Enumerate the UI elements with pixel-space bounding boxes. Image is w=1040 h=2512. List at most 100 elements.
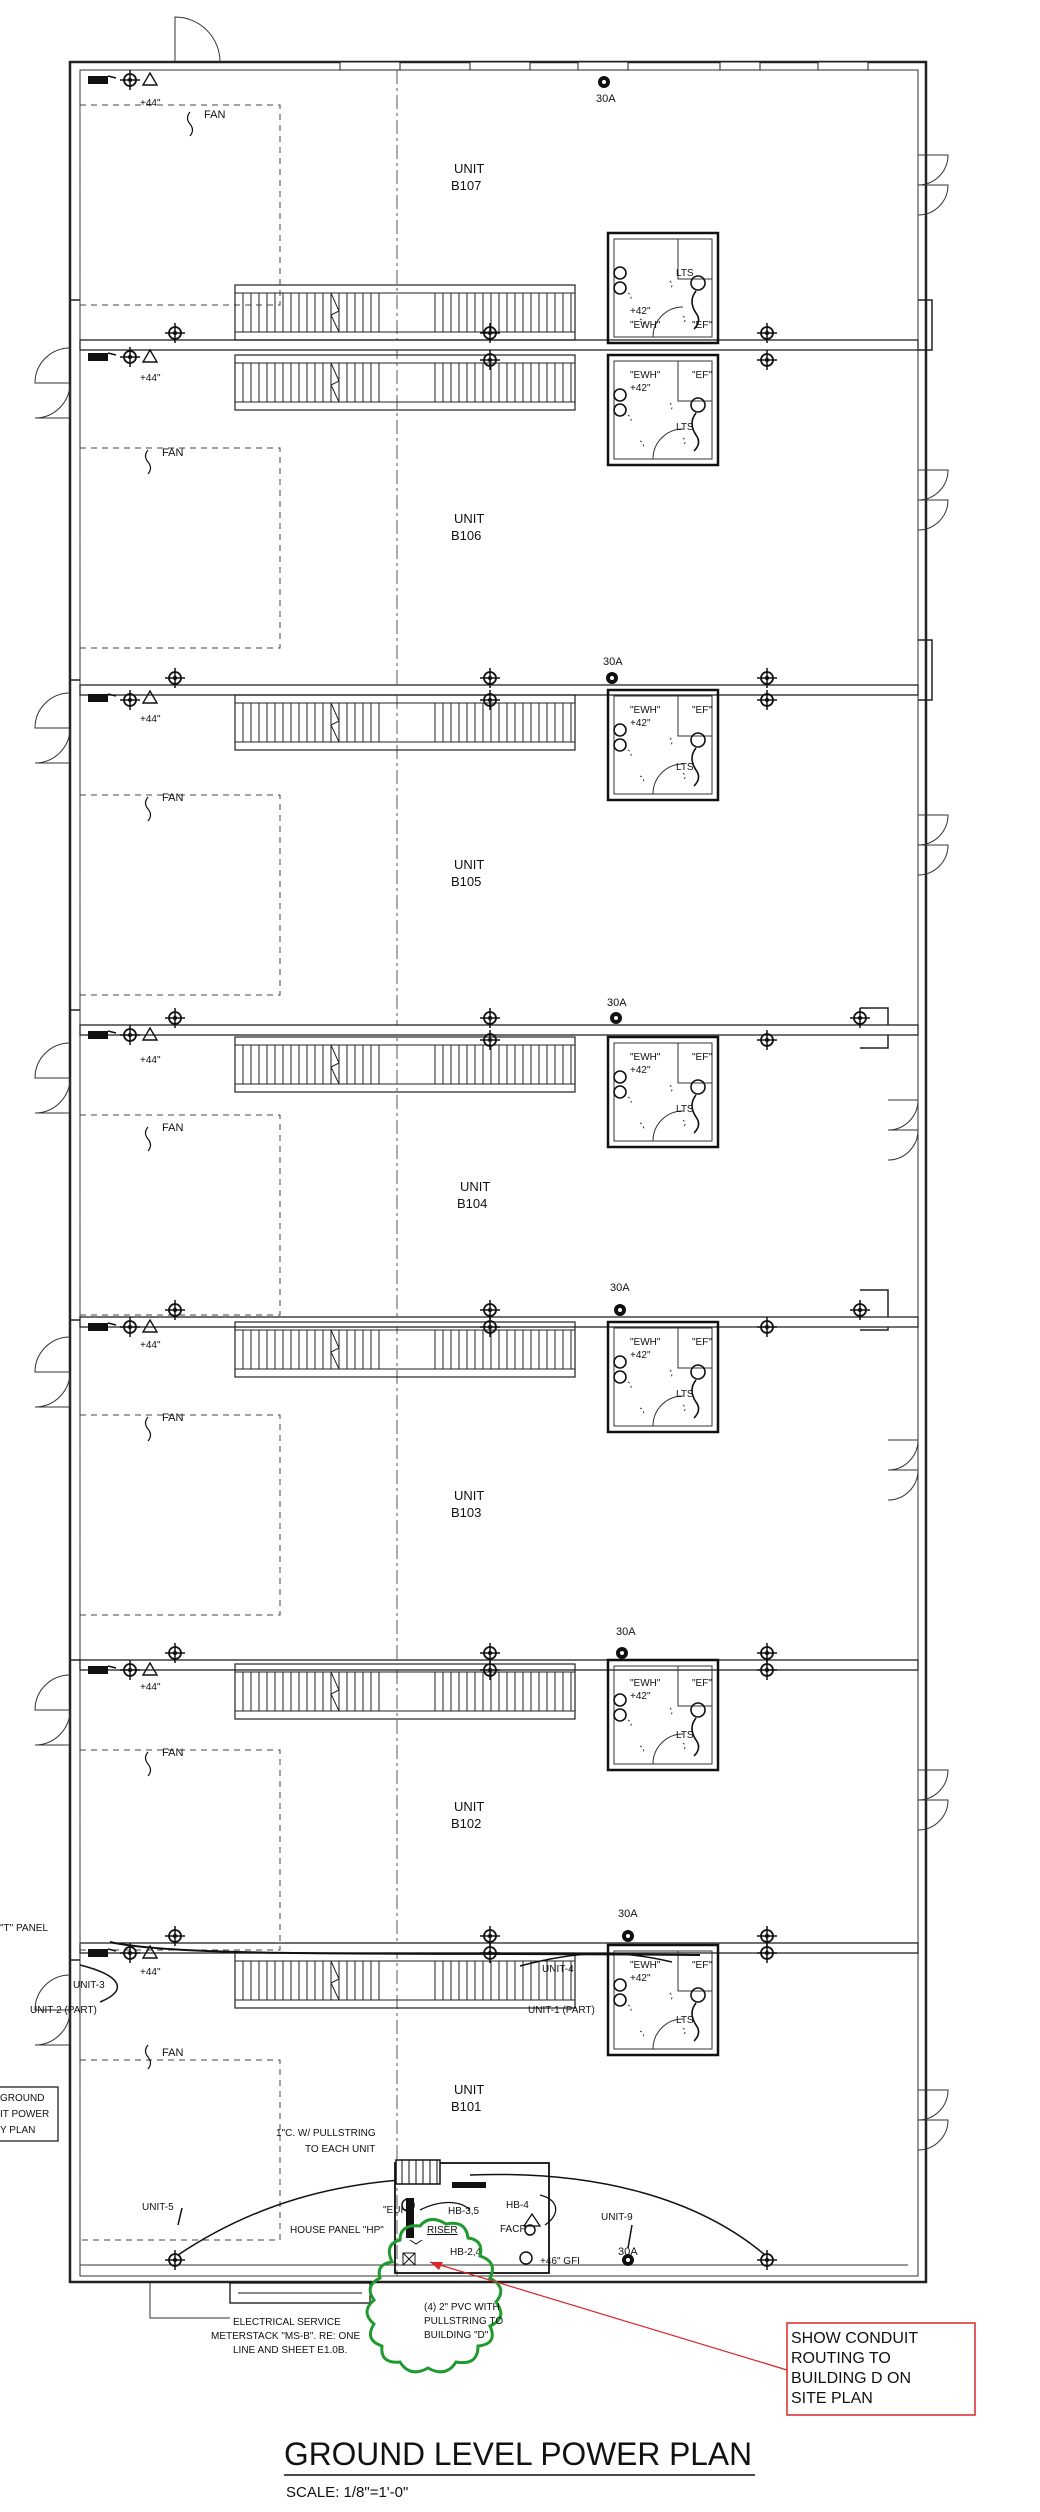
house-panel-label: HOUSE PANEL "HP" <box>290 2225 384 2236</box>
unit-labels: UNIT B107 UNIT B106 UNIT B105 UNIT B104 … <box>451 161 490 2114</box>
service-note: METERSTACK "MS-B". RE: ONE <box>211 2331 360 2342</box>
lts-label: LTS <box>676 2015 694 2026</box>
ef-label: "EF" <box>692 1960 712 1971</box>
fan-label: FAN <box>162 1747 183 1759</box>
unit3-label: UNIT-3 <box>73 1980 105 1991</box>
title-block: GROUND LEVEL POWER PLAN SCALE: 1/8"=1'-0… <box>284 2436 755 2501</box>
mount-height-label: +44" <box>140 98 161 109</box>
breakers-30a <box>598 76 634 2266</box>
ref-box-line: IT POWER <box>0 2109 49 2120</box>
fan-label: FAN <box>162 1412 183 1424</box>
service-note: LINE AND SHEET E1.0B. <box>233 2345 347 2356</box>
mount-42-label: +42" <box>630 1973 651 1984</box>
unit-label-line1: UNIT <box>460 1179 490 1194</box>
fan-label: FAN <box>162 1122 183 1134</box>
pvc-note: (4) 2" PVC WITH <box>424 2302 500 2313</box>
unit-label-line2: B104 <box>457 1196 487 1211</box>
drawing-title: GROUND LEVEL POWER PLAN <box>284 2436 752 2472</box>
unit-label-line2: B102 <box>451 1816 481 1831</box>
callout-line: SITE PLAN <box>791 2390 873 2407</box>
mount-height-label: +44" <box>140 1967 161 1978</box>
unit-label-line1: UNIT <box>454 1799 484 1814</box>
riser-room <box>394 2159 557 2274</box>
euh-label: "EUH" <box>383 2205 412 2216</box>
breaker-30a-label: 30A <box>607 997 627 1009</box>
fan-label: FAN <box>162 792 183 804</box>
pvc-note: PULLSTRING TO <box>424 2316 503 2327</box>
unit-label-line2: B103 <box>451 1505 481 1520</box>
drawing-scale: SCALE: 1/8"=1'-0" <box>286 2484 408 2501</box>
unit-label-line2: B106 <box>451 528 481 543</box>
ef-label: "EF" <box>692 320 712 331</box>
breaker-30a-label: 30A <box>618 2246 638 2258</box>
mount-height-label: +44" <box>140 1682 161 1693</box>
ewh-label: "EWH" <box>630 370 661 381</box>
mount-42-label: +42" <box>630 1691 651 1702</box>
callout-line: SHOW CONDUIT <box>791 2330 918 2347</box>
entry-door-top <box>174 16 221 63</box>
fan-label: FAN <box>204 109 225 121</box>
meterstack <box>149 2282 371 2319</box>
lts-label: LTS <box>676 1389 694 1400</box>
hb24-label: HB-2,4 <box>450 2247 482 2258</box>
service-note: ELECTRICAL SERVICE <box>233 2317 341 2328</box>
unit9-label: UNIT-9 <box>601 2212 633 2223</box>
lts-label: LTS <box>676 268 694 279</box>
home-run-circuits <box>79 1941 766 2256</box>
stairs <box>234 284 576 2009</box>
unit-label-line1: UNIT <box>454 857 484 872</box>
unit-label-line2: B101 <box>451 2099 481 2114</box>
hb35-label: HB-3,5 <box>448 2206 480 2217</box>
unit-label-line1: UNIT <box>454 511 484 526</box>
receptacles <box>119 69 871 2271</box>
ef-label: "EF" <box>692 1337 712 1348</box>
panel-symbols <box>87 72 158 1959</box>
mount-height-label: +44" <box>140 373 161 384</box>
ewh-label: "EWH" <box>630 705 661 716</box>
unit1-label: UNIT-1 (PART) <box>528 2005 595 2016</box>
hb4-label: HB-4 <box>506 2200 529 2211</box>
conduit-note: TO EACH UNIT <box>305 2144 375 2155</box>
mount-42-label: +42" <box>630 1350 651 1361</box>
gfi-label: +46" GFI <box>540 2256 580 2267</box>
unit-label-line1: UNIT <box>454 161 484 176</box>
unit4-label: UNIT-4 <box>542 1964 574 1975</box>
unit2-label: UNIT-2 (PART) <box>30 2005 97 2016</box>
ewh-label: "EWH" <box>630 1678 661 1689</box>
callout-line: ROUTING TO <box>791 2350 891 2367</box>
callout-box: SHOW CONDUIT ROUTING TO BUILDING D ON SI… <box>786 2322 976 2416</box>
unit-label-line1: UNIT <box>454 2082 484 2097</box>
ef-label: "EF" <box>692 370 712 381</box>
unit-label-line2: B107 <box>451 178 481 193</box>
breaker-30a-label: 30A <box>596 93 616 105</box>
facp-label: FACP <box>500 2224 526 2235</box>
lts-label: LTS <box>676 1104 694 1115</box>
ef-label: "EF" <box>692 1678 712 1689</box>
mount-42-label: +42" <box>630 1065 651 1076</box>
revision-cloud <box>365 2218 503 2374</box>
reference-box: GROUND IT POWER Y PLAN <box>0 2086 59 2142</box>
lts-label: LTS <box>676 762 694 773</box>
mount-42-label: +42" <box>630 383 651 394</box>
ef-label: "EF" <box>692 705 712 716</box>
callout-line: BUILDING D ON <box>791 2370 911 2387</box>
breaker-30a-label: 30A <box>618 1908 638 1920</box>
callout-leader <box>429 2261 788 2371</box>
ref-box-line: GROUND <box>0 2093 44 2104</box>
fan-label: FAN <box>162 447 183 459</box>
fan-symbols <box>144 111 194 2070</box>
lts-label: LTS <box>676 1730 694 1741</box>
ef-label: "EF" <box>692 1052 712 1063</box>
ewh-label: "EWH" <box>630 1960 661 1971</box>
mount-42-label: +42" <box>630 718 651 729</box>
ewh-label: "EWH" <box>630 1052 661 1063</box>
mount-height-label: +44" <box>140 1055 161 1066</box>
unit5-label: UNIT-5 <box>142 2202 174 2213</box>
breaker-30a-label: 30A <box>610 1282 630 1294</box>
lts-label: LTS <box>676 422 694 433</box>
mount-height-label: +44" <box>140 714 161 725</box>
mount-height-label: +44" <box>140 1340 161 1351</box>
ewh-label: "EWH" <box>630 320 661 331</box>
dashed-storage-outlines <box>79 104 281 2241</box>
